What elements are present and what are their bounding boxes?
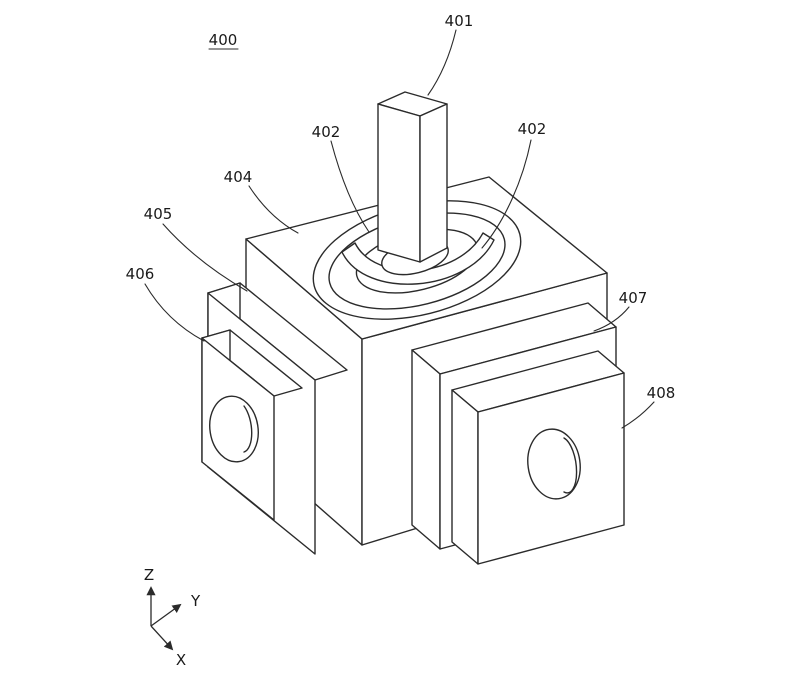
label-405-left-outer-plate: 405 <box>144 205 173 223</box>
axis-labels: Z Y X <box>144 566 201 669</box>
leader-402-left <box>330 140 370 233</box>
label-402-ring-right: 402 <box>518 120 547 138</box>
label-408-right-inner-plate: 408 <box>647 384 676 402</box>
x-axis-arrow <box>150 625 174 651</box>
leader-407 <box>593 306 630 332</box>
coordinate-axes <box>146 586 182 651</box>
leader-406 <box>144 283 205 342</box>
right-outer-plate-side <box>411 349 441 550</box>
label-407-right-outer-plate: 407 <box>619 289 648 307</box>
stick-front-face <box>377 103 421 263</box>
leader-408 <box>621 401 655 429</box>
label-404-housing-top: 404 <box>224 168 253 186</box>
right-shaft-hole-depth <box>563 437 578 494</box>
reference-labels: 400 401 402 402 404 405 406 407 408 <box>126 12 676 402</box>
y-axis-arrow <box>150 603 182 627</box>
x-axis-label: X <box>176 651 186 669</box>
leader-405 <box>162 223 248 292</box>
device-drawing <box>144 29 655 565</box>
z-axis-label: Z <box>144 566 154 584</box>
left-shaft-hole <box>209 395 259 463</box>
right-inner-plate-side <box>451 389 479 565</box>
label-400-assembly: 400 <box>209 31 238 49</box>
left-shaft-hole-depth <box>243 405 253 453</box>
y-axis-label: Y <box>190 592 201 610</box>
leader-401 <box>427 29 457 96</box>
left-plate-assembly <box>201 282 348 555</box>
control-stick <box>377 91 449 276</box>
label-406-left-inner-plate: 406 <box>126 265 155 283</box>
leader-402-right <box>481 139 532 249</box>
leader-404 <box>248 185 299 234</box>
stick-right-face <box>419 103 448 263</box>
right-shaft-hole <box>527 428 581 500</box>
label-402-ring-left: 402 <box>312 123 341 141</box>
right-plate-assembly <box>411 302 625 565</box>
leader-lines <box>144 29 655 429</box>
label-401-stick: 401 <box>445 12 474 30</box>
